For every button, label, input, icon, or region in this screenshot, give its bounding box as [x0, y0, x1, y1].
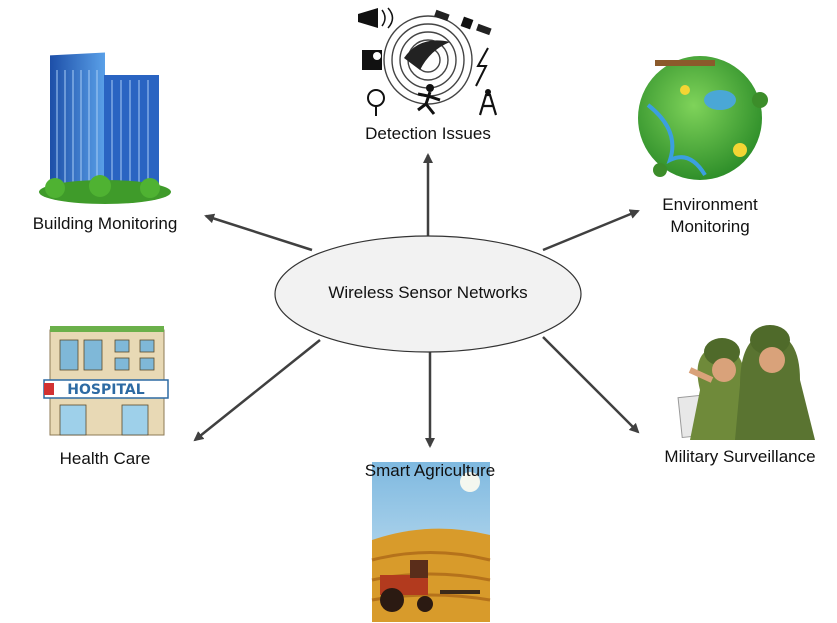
arrow-to-military [542, 336, 640, 434]
detection-issues-label: Detection Issues [365, 124, 491, 143]
center-ellipse [274, 235, 582, 353]
health-care-label: Health Care [59, 449, 151, 468]
arrow-to-environment [542, 209, 640, 252]
environment-label-line1: Environment [662, 195, 758, 214]
arrow-to-building [204, 213, 313, 252]
office-buildings-icon [39, 52, 171, 204]
arrows [193, 153, 640, 448]
tractor-field-icon [371, 462, 491, 622]
soldiers-icon [677, 325, 815, 440]
detection-collage-icon [358, 7, 498, 116]
military-surveillance-label: Military Surveillance [664, 447, 816, 466]
building-monitoring-label: Building Monitoring [32, 214, 178, 233]
environment-label-line2: Monitoring [670, 217, 750, 236]
smart-agriculture-label: Smart Agriculture [364, 461, 496, 480]
arrow-to-health [193, 339, 321, 442]
earth-globe-icon [638, 56, 768, 180]
environment-monitoring-label: Environment Monitoring [640, 194, 780, 238]
svg-text:HOSPITAL: HOSPITAL [67, 382, 144, 398]
hospital-building-icon: HOSPITAL [43, 326, 169, 436]
wsn-center-label: Wireless Sensor Networks [328, 283, 528, 302]
